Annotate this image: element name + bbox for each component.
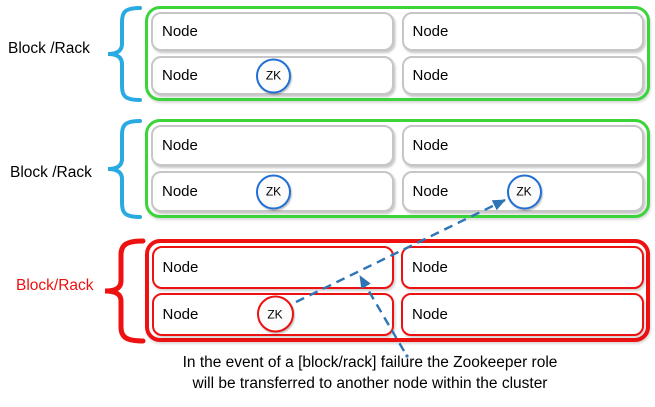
rack1-node-bottom-left: Node ZK [151, 56, 394, 95]
node-label: Node [162, 137, 198, 154]
rack1-node-top-left: Node [151, 12, 394, 51]
node-label: Node [412, 258, 448, 276]
rack2-node-top-right: Node [401, 125, 644, 166]
brace-rack3-failed [104, 238, 146, 344]
rack1-node-top-right: Node [401, 12, 644, 51]
zookeeper-badge: ZK [256, 174, 291, 209]
caption-line-1: In the event of a [block/rack] failure t… [182, 354, 558, 371]
zookeeper-badge-label: ZK [267, 307, 283, 321]
brace-rack2 [107, 119, 142, 219]
zookeeper-badge-failed: ZK [256, 295, 294, 333]
caption-line-2: will be transferred to another node with… [192, 375, 548, 392]
zookeeper-badge-label: ZK [265, 184, 282, 199]
node-label: Node [162, 183, 198, 200]
rack-label-2: Block /Rack [10, 164, 92, 181]
rack-label-1: Block /Rack [8, 40, 90, 57]
node-label: Node [162, 305, 199, 323]
zookeeper-badge-transfer-target: ZK [506, 174, 542, 209]
rack1-container: Node Node Node ZK Node [145, 6, 650, 101]
rack3-node-bottom-right: Node [401, 292, 644, 336]
zookeeper-badge-label: ZK [516, 184, 532, 199]
rack2-node-top-left: Node [151, 125, 394, 166]
zookeeper-badge-label: ZK [265, 68, 282, 83]
node-label: Node [162, 67, 198, 84]
rack3-node-top-right: Node [401, 245, 644, 289]
caption: In the event of a [block/rack] failure t… [85, 352, 655, 394]
rack3-failed-container: Node Node Node ZK Node [145, 239, 650, 342]
rack2-node-bottom-right: Node ZK [401, 171, 644, 212]
rack1-node-bottom-right: Node [401, 56, 644, 95]
node-label: Node [162, 258, 199, 276]
node-label: Node [412, 305, 448, 323]
rack3-node-top-left: Node [151, 245, 394, 289]
node-label: Node [412, 183, 449, 200]
rack2-container: Node Node Node ZK Node ZK [145, 119, 650, 218]
zookeeper-badge: ZK [256, 58, 291, 93]
brace-rack1 [107, 6, 142, 102]
rack3-node-bottom-left: Node ZK [151, 292, 394, 336]
rack-label-3-failed: Block/Rack [16, 277, 94, 294]
node-label: Node [412, 23, 449, 40]
node-label: Node [162, 23, 198, 40]
node-label: Node [412, 137, 449, 154]
node-label: Node [412, 67, 449, 84]
rack2-node-bottom-left: Node ZK [151, 171, 394, 212]
